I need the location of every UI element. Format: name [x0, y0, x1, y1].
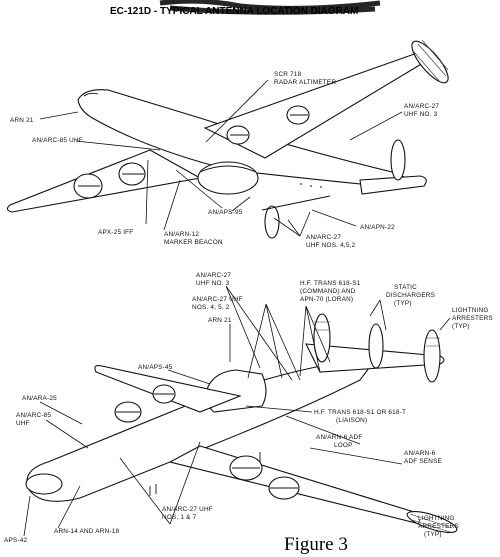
- label-arresters-top: ARRESTERS: [452, 315, 493, 322]
- label-arn14-arn18: ARN-14 AND ARN-18: [54, 528, 119, 535]
- bottom-view-labels: AN/ARC-27 UHF NO. 3 AN/ARC-27 UHF NOS. 4…: [4, 272, 493, 544]
- label-arresters-top-typ: (TYP): [452, 323, 470, 330]
- label-anarn6-sense: AN/ARN-6: [404, 450, 436, 457]
- label-arn21-top: ARN 21: [10, 117, 34, 124]
- label-nos-452: NOS. 4, 5, 2: [192, 304, 230, 311]
- label-uhf-no3: UHF NO. 3: [196, 280, 230, 287]
- label-static-typ: (TYP): [394, 300, 412, 307]
- label-nos-187: NOS. 1 & 7: [162, 514, 197, 521]
- label-radar-altimeter: RADAR ALTIMETER: [274, 79, 336, 86]
- label-anarc85: AN/ARC-85: [16, 412, 51, 419]
- label-hf-command-and: (COMMAND) AND: [300, 288, 356, 295]
- label-anarn6-adf: AN/ARN-6 ADF: [316, 434, 362, 441]
- figure-caption: Figure 3: [284, 534, 348, 555]
- label-arresters-bottom: ARRESTERS: [418, 523, 459, 530]
- label-lightning-arresters-top: LIGHTNING: [452, 307, 489, 314]
- label-adf-sense: ADF SENSE: [404, 458, 442, 465]
- label-anarc27-187: AN/ARC-27 UHF: [162, 506, 213, 513]
- label-uhf-no3-top: UHF NO. 3: [404, 111, 438, 118]
- label-liaison: (LIAISON): [336, 417, 367, 424]
- bottom-leader-lines: [23, 285, 451, 537]
- top-leader-lines: [39, 79, 403, 237]
- label-static-dischargers-2: DISCHARGERS: [386, 292, 435, 299]
- label-anarc27-no3-top: AN/ARC-27: [404, 103, 439, 110]
- label-arresters-bottom-typ: (TYP): [424, 531, 442, 538]
- label-anarc27-452-top: AN/ARC-27: [306, 234, 341, 241]
- label-adf-loop: LOOP: [334, 442, 353, 449]
- label-anapn22: AN/APN-22: [360, 224, 395, 231]
- title-scribble: [159, 0, 381, 15]
- label-anarc85-top: AN/ARC-85 UHF: [32, 137, 83, 144]
- aircraft-bottom-view: [25, 313, 458, 533]
- label-hf-trans-command: H.F. TRANS 618-S1: [300, 280, 361, 287]
- label-static-dischargers: STATIC: [394, 284, 417, 291]
- label-anaps95: AN/APS-95: [208, 209, 243, 216]
- label-apx25: APX-25 IFF: [98, 229, 133, 236]
- label-apn70-loran: APN-70 (LORAN): [300, 296, 353, 303]
- label-lightning-arresters-bottom: LIGHTNING: [418, 515, 455, 522]
- label-anara25: AN/ARA-25: [22, 395, 57, 402]
- top-view-labels: SCR 718 RADAR ALTIMETER ARN 21 AN/ARC-85…: [10, 71, 439, 249]
- label-anarc27-no3: AN/ARC-27: [196, 272, 231, 279]
- aircraft-top-view: [6, 39, 449, 239]
- label-aps42: APS-42: [4, 537, 27, 544]
- label-uhf-452-top: UHF NOS. 4,5,2: [306, 242, 356, 249]
- label-anaps45: AN/APS-45: [138, 364, 173, 371]
- label-anarc27-452: AN/ARC-27 UHF: [192, 296, 243, 303]
- label-scr718: SCR 718: [274, 71, 302, 78]
- label-marker-beacon: MARKER BEACON: [164, 239, 223, 246]
- label-hf-liaison: H.F. TRANS 618-S1 OR 618-T: [314, 409, 406, 416]
- label-arn21: ARN 21: [208, 317, 232, 324]
- label-anarn12: AN/ARN-12: [164, 231, 199, 238]
- label-anarc85-uhf: UHF: [16, 420, 30, 427]
